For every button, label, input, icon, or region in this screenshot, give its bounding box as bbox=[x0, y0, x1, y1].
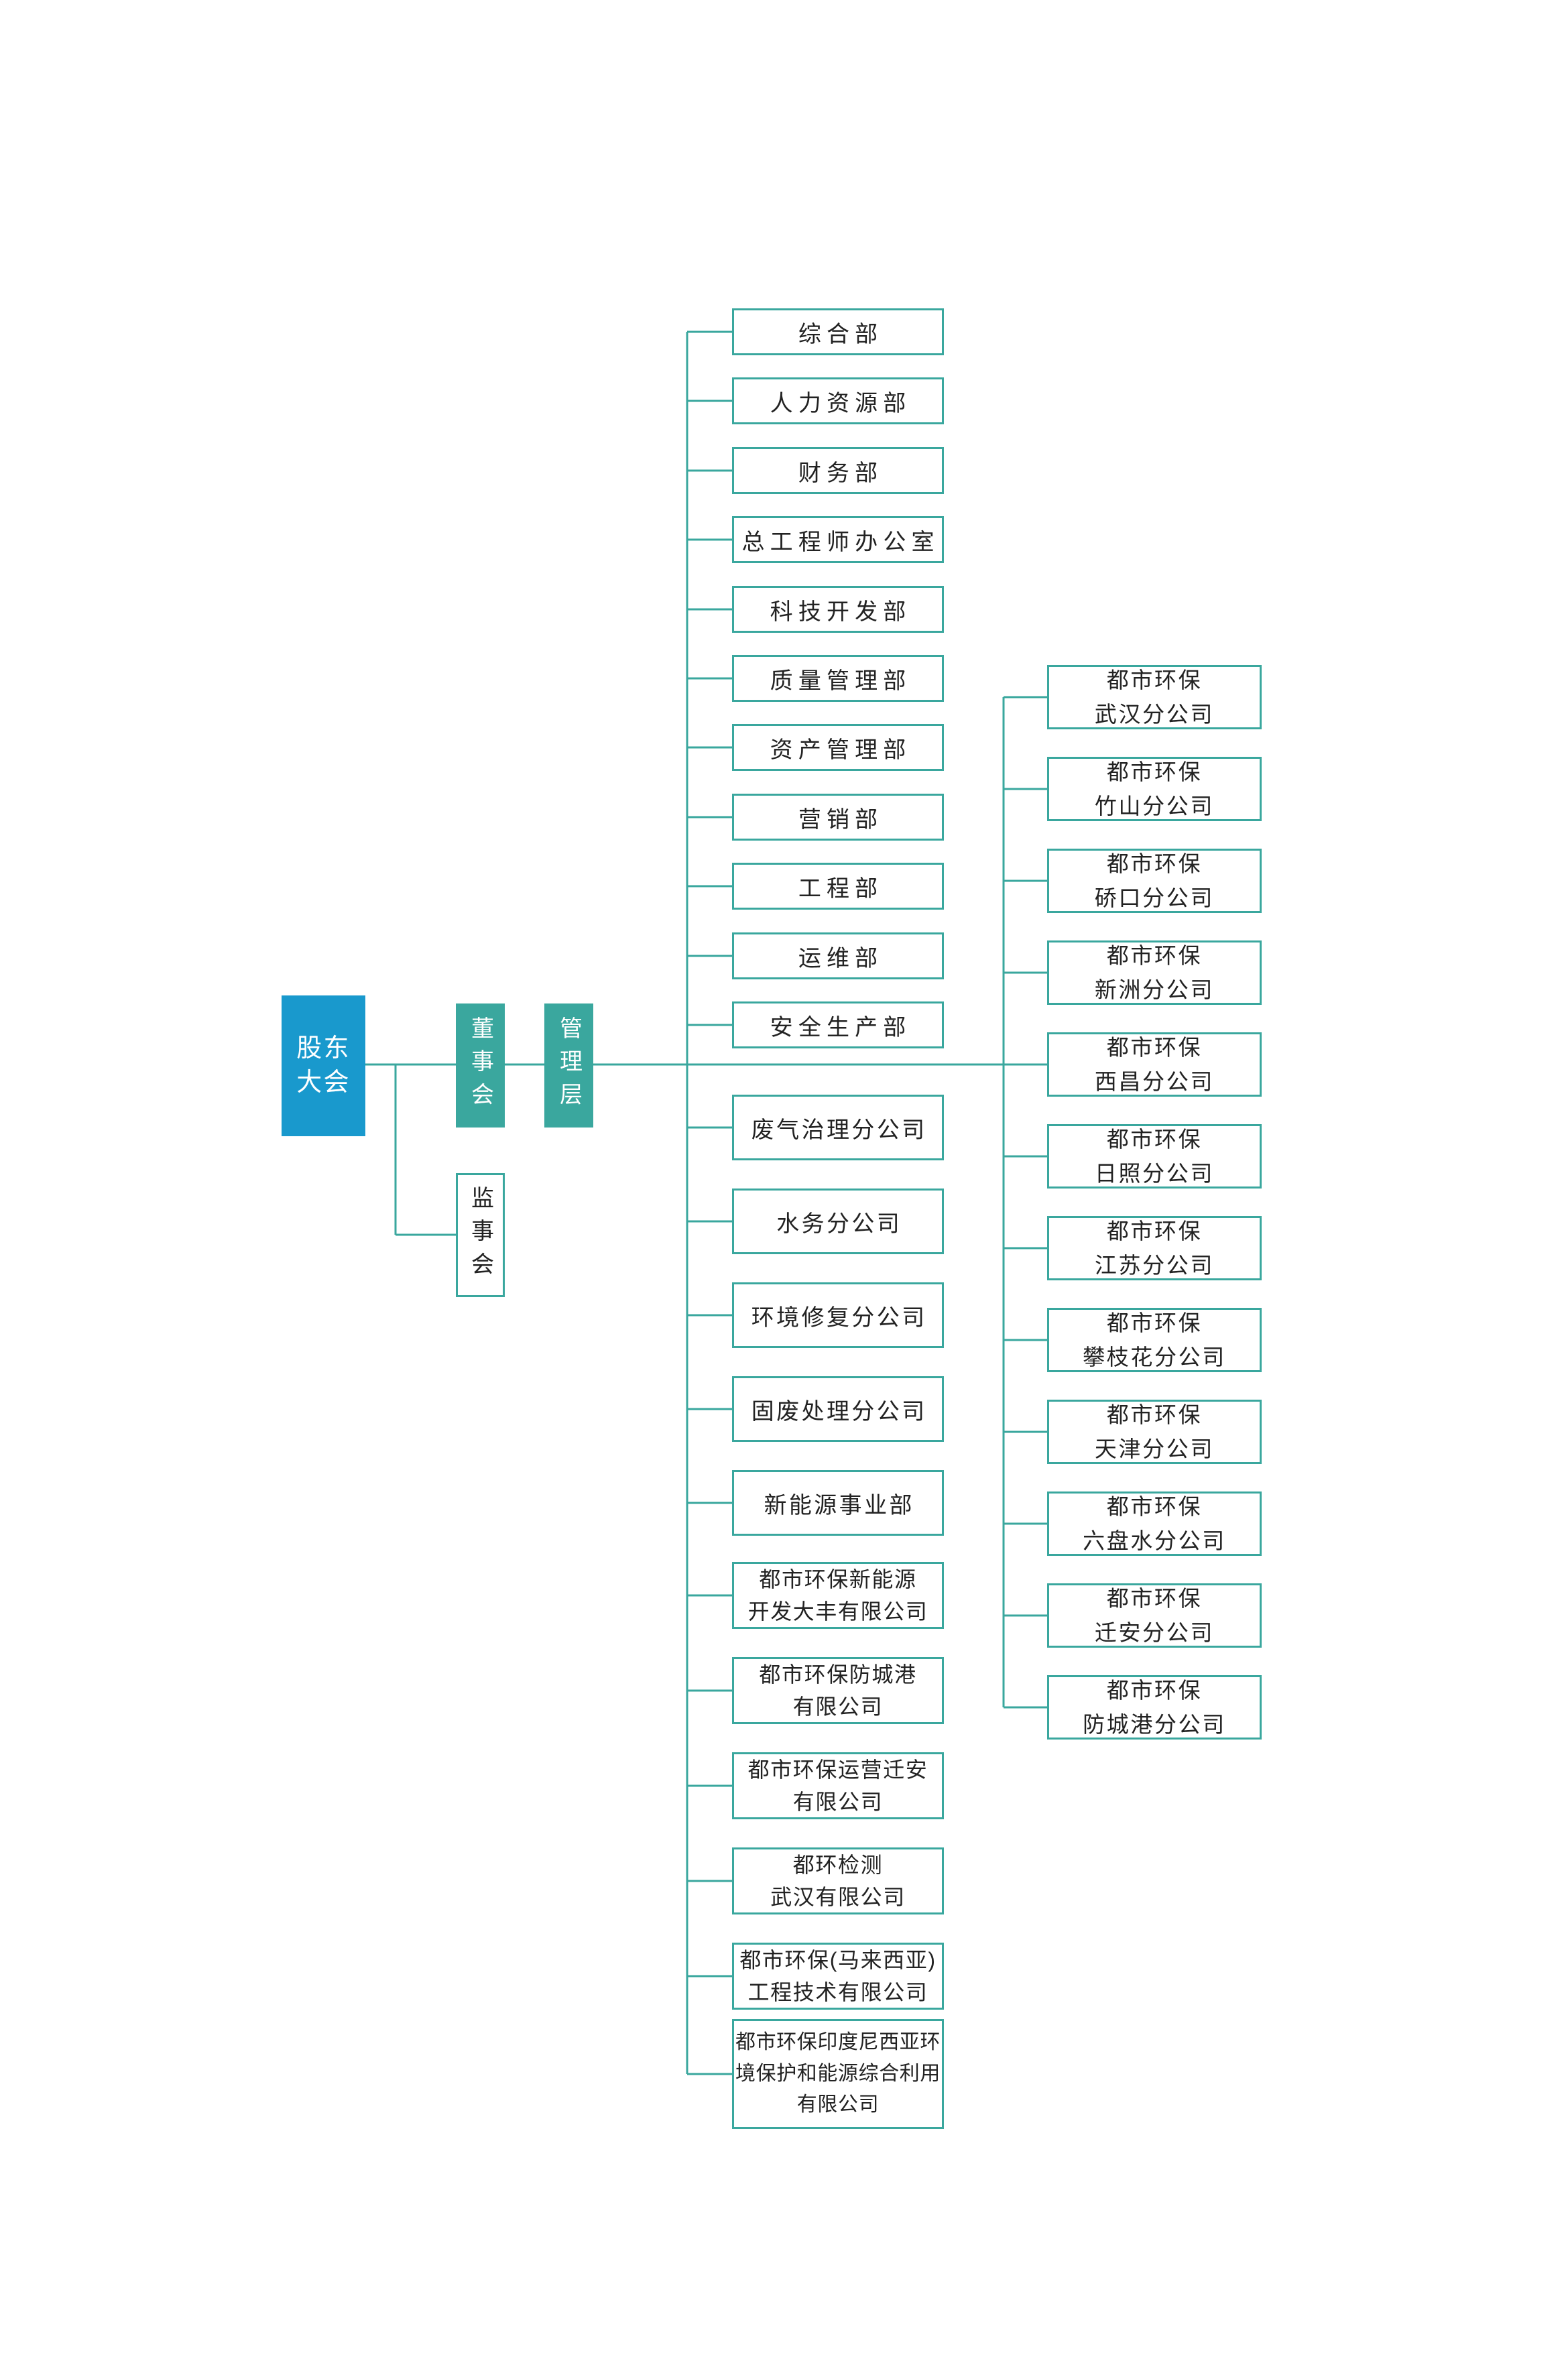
label-line: 质量管理部 bbox=[770, 668, 912, 694]
subsidiary-box: 固废处理分公司 bbox=[732, 1376, 944, 1442]
label-line: 有限公司 bbox=[792, 1790, 884, 1814]
branch-box: 都市环保攀枝花分公司 bbox=[1047, 1308, 1262, 1372]
node-board-of-directors: 董事会 bbox=[456, 1003, 505, 1128]
department-box: 运维部 bbox=[732, 932, 944, 979]
department-box: 人力资源部 bbox=[732, 377, 944, 424]
label-line: 都市环保防城港 bbox=[759, 1662, 917, 1687]
branch-box: 都市环保六盘水分公司 bbox=[1047, 1491, 1262, 1556]
label-line: 财务部 bbox=[798, 460, 884, 486]
label-line: 境保护和能源综合利用 bbox=[735, 2062, 941, 2085]
label-line: 都市环保新能源 bbox=[759, 1567, 917, 1591]
branch-box: 都市环保防城港分公司 bbox=[1047, 1675, 1262, 1740]
label-line: 运维部 bbox=[798, 945, 884, 971]
subsidiary-box: 都环检测武汉有限公司 bbox=[732, 1847, 944, 1914]
label-line: 环境修复分公司 bbox=[751, 1304, 927, 1331]
management-label: 管理层 bbox=[556, 1016, 582, 1115]
department-box: 资产管理部 bbox=[732, 724, 944, 771]
label-line: 新洲分公司 bbox=[1094, 977, 1215, 1002]
branch-box: 都市环保西昌分公司 bbox=[1047, 1032, 1262, 1097]
branch-box: 都市环保迁安分公司 bbox=[1047, 1583, 1262, 1648]
label-line: 竹山分公司 bbox=[1094, 794, 1215, 818]
subsidiary-box: 环境修复分公司 bbox=[732, 1282, 944, 1348]
department-box: 质量管理部 bbox=[732, 655, 944, 702]
label-line: 都市环保 bbox=[1106, 1034, 1203, 1060]
label-line: 人力资源部 bbox=[770, 390, 912, 416]
label-line: 都市环保 bbox=[1106, 759, 1203, 784]
label-line: 都市环保 bbox=[1106, 942, 1203, 968]
label-line: 营销部 bbox=[798, 806, 884, 833]
label-line: 废气治理分公司 bbox=[751, 1117, 927, 1143]
label-line: 总工程师办公室 bbox=[741, 529, 940, 555]
label-line: 六盘水分公司 bbox=[1083, 1528, 1226, 1553]
label-line: 安全生产部 bbox=[770, 1014, 912, 1040]
branch-box: 都市环保武汉分公司 bbox=[1047, 665, 1262, 729]
department-box: 工程部 bbox=[732, 863, 944, 910]
branch-box: 都市环保新洲分公司 bbox=[1047, 940, 1262, 1005]
branch-box: 都市环保硚口分公司 bbox=[1047, 849, 1262, 913]
node-shareholders-meeting: 股东大会 bbox=[282, 995, 365, 1136]
label-line: 武汉有限公司 bbox=[770, 1885, 906, 1909]
label-line: 都市环保 bbox=[1106, 851, 1203, 876]
label-line: 日照分公司 bbox=[1094, 1161, 1215, 1186]
branch-box: 都市环保天津分公司 bbox=[1047, 1400, 1262, 1464]
label-line: 科技开发部 bbox=[770, 599, 912, 625]
department-box: 安全生产部 bbox=[732, 1001, 944, 1048]
label-line: 资产管理部 bbox=[770, 737, 912, 763]
label-line: 有限公司 bbox=[796, 2093, 880, 2116]
department-box: 财务部 bbox=[732, 447, 944, 494]
subsidiary-box: 新能源事业部 bbox=[732, 1470, 944, 1536]
department-box: 综合部 bbox=[732, 308, 944, 355]
label-line: 都市环保 bbox=[1106, 1677, 1203, 1703]
label-line: 武汉分公司 bbox=[1094, 702, 1215, 727]
label-line: 综合部 bbox=[798, 321, 884, 347]
label-line: 开发大丰有限公司 bbox=[747, 1599, 928, 1624]
supervisory-label: 监事会 bbox=[467, 1185, 493, 1285]
department-box: 科技开发部 bbox=[732, 586, 944, 633]
label-line: 工程技术有限公司 bbox=[747, 1980, 928, 2004]
label-line: 硚口分公司 bbox=[1094, 886, 1215, 910]
label-line: 工程部 bbox=[798, 875, 884, 902]
label-line: 都市环保 bbox=[1106, 1585, 1203, 1611]
board-label: 董事会 bbox=[467, 1016, 493, 1115]
label-line: 都市环保 bbox=[1106, 1494, 1203, 1519]
label-line: 固废处理分公司 bbox=[751, 1398, 927, 1424]
label-line: 新能源事业部 bbox=[764, 1492, 914, 1518]
subsidiary-box: 水务分公司 bbox=[732, 1189, 944, 1254]
label-line: 都市环保 bbox=[1106, 1310, 1203, 1335]
node-supervisory-board: 监事会 bbox=[456, 1173, 505, 1297]
label-line: 都市环保印度尼西亚环 bbox=[735, 2031, 941, 2054]
label-line: 都市环保(马来西亚) bbox=[739, 1948, 937, 1972]
branch-box: 都市环保日照分公司 bbox=[1047, 1124, 1262, 1189]
node-management: 管理层 bbox=[544, 1003, 593, 1128]
label-line: 都环检测 bbox=[792, 1853, 884, 1877]
department-box: 营销部 bbox=[732, 794, 944, 841]
branch-box: 都市环保江苏分公司 bbox=[1047, 1216, 1262, 1280]
label-line: 都市环保 bbox=[1106, 1126, 1203, 1152]
label-line: 防城港分公司 bbox=[1083, 1712, 1226, 1737]
shareholders-label: 股东大会 bbox=[296, 1034, 351, 1097]
label-line: 天津分公司 bbox=[1094, 1437, 1215, 1461]
label-line: 都市环保 bbox=[1106, 1402, 1203, 1427]
label-line: 攀枝花分公司 bbox=[1083, 1345, 1226, 1369]
subsidiary-box: 都市环保(马来西亚) 工程技术有限公司 bbox=[732, 1943, 944, 2010]
subsidiary-box: 都市环保防城港有限公司 bbox=[732, 1657, 944, 1724]
label-line: 水务分公司 bbox=[776, 1211, 902, 1237]
branch-box: 都市环保竹山分公司 bbox=[1047, 757, 1262, 821]
label-line: 江苏分公司 bbox=[1094, 1253, 1215, 1278]
subsidiary-box: 都市环保印度尼西亚环境保护和能源综合利用有限公司 bbox=[732, 2019, 944, 2129]
label-line: 都市环保 bbox=[1106, 1218, 1203, 1243]
label-line: 都市环保 bbox=[1106, 667, 1203, 692]
label-line: 都市环保运营迁安 bbox=[747, 1758, 928, 1782]
subsidiary-box: 都市环保新能源开发大丰有限公司 bbox=[732, 1562, 944, 1629]
subsidiary-box: 废气治理分公司 bbox=[732, 1095, 944, 1160]
subsidiary-box: 都市环保运营迁安有限公司 bbox=[732, 1752, 944, 1819]
department-box: 总工程师办公室 bbox=[732, 516, 944, 563]
label-line: 迁安分公司 bbox=[1094, 1620, 1215, 1645]
label-line: 有限公司 bbox=[792, 1695, 884, 1719]
label-line: 西昌分公司 bbox=[1094, 1069, 1215, 1094]
